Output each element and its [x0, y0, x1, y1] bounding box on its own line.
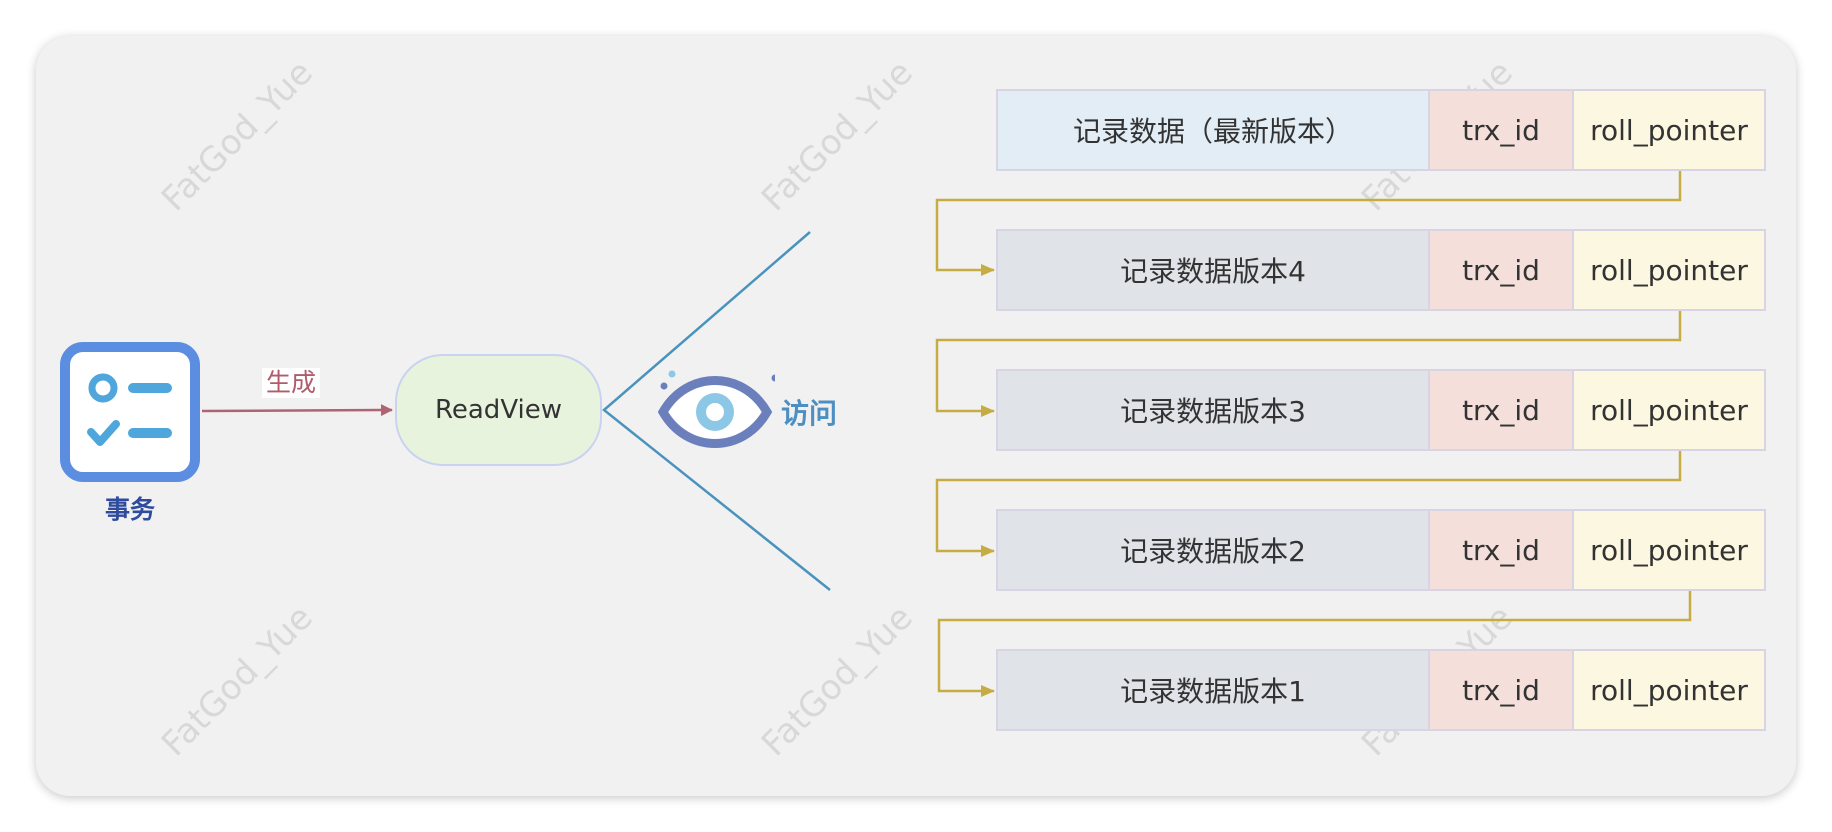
transaction-label: 事务: [104, 495, 155, 524]
record-row-v1: 记录数据版本1 trx_id roll_pointer: [996, 649, 1766, 731]
roll-pointer-cell: roll_pointer: [1574, 89, 1766, 171]
roll-pointer-cell: roll_pointer: [1574, 649, 1766, 731]
generate-label: 生成: [262, 368, 321, 398]
chain-arrow-4: [937, 590, 1692, 697]
record-row-v2: 记录数据版本2 trx_id roll_pointer: [996, 509, 1766, 591]
generate-arrow: [201, 404, 393, 417]
chain-arrow-1: [935, 170, 1682, 276]
chain-arrow-3: [935, 450, 1682, 557]
roll-pointer-cell: roll_pointer: [1574, 509, 1766, 591]
chain-arrow-2: [935, 310, 1682, 417]
record-row-v3: 记录数据版本3 trx_id roll_pointer: [996, 369, 1766, 451]
trx-id-cell: trx_id: [1430, 229, 1574, 311]
readview-node[interactable]: ReadView: [395, 354, 602, 466]
eye-icon: [657, 370, 775, 448]
readview-label: ReadView: [434, 395, 563, 425]
record-data-cell: 记录数据版本2: [996, 509, 1430, 591]
roll-pointer-cell: roll_pointer: [1574, 229, 1766, 311]
record-row-latest: 记录数据（最新版本） trx_id roll_pointer: [996, 89, 1766, 171]
trx-id-cell: trx_id: [1430, 369, 1574, 451]
record-data-cell: 记录数据（最新版本）: [996, 89, 1430, 171]
record-data-cell: 记录数据版本4: [996, 229, 1430, 311]
record-data-cell: 记录数据版本3: [996, 369, 1430, 451]
task-list-icon: [60, 342, 200, 482]
visit-label: 访问: [781, 397, 838, 430]
record-row-v4: 记录数据版本4 trx_id roll_pointer: [996, 229, 1766, 311]
trx-id-cell: trx_id: [1430, 89, 1574, 171]
record-data-cell: 记录数据版本1: [996, 649, 1430, 731]
trx-id-cell: trx_id: [1430, 509, 1574, 591]
roll-pointer-cell: roll_pointer: [1574, 369, 1766, 451]
visit-lines: [602, 231, 831, 591]
trx-id-cell: trx_id: [1430, 649, 1574, 731]
